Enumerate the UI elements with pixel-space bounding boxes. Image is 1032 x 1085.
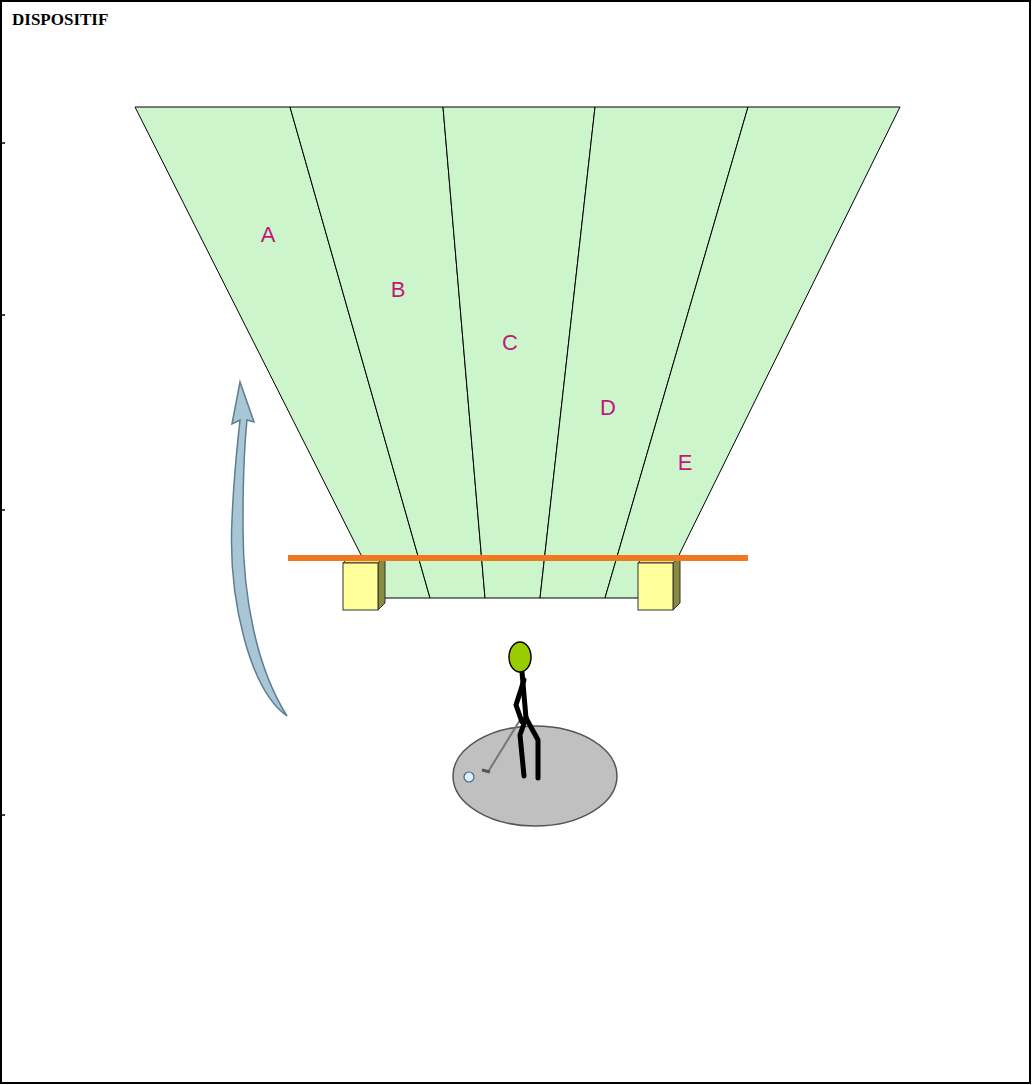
zone-letter: C bbox=[502, 332, 518, 354]
curved-arrow bbox=[232, 382, 287, 716]
post bbox=[343, 556, 385, 610]
zone-letter: B bbox=[391, 279, 406, 301]
zone-shape bbox=[605, 107, 900, 598]
target-zone: E bbox=[605, 107, 900, 598]
post bbox=[638, 556, 680, 610]
table-ticks bbox=[0, 143, 5, 815]
zone-letter: D bbox=[600, 397, 616, 419]
golfer bbox=[453, 642, 617, 826]
start-line bbox=[288, 555, 748, 561]
zone-letter: A bbox=[261, 224, 276, 246]
zone-outline bbox=[605, 107, 900, 598]
title: DISPOSITIF bbox=[12, 10, 108, 30]
zone-letter: E bbox=[678, 452, 693, 474]
